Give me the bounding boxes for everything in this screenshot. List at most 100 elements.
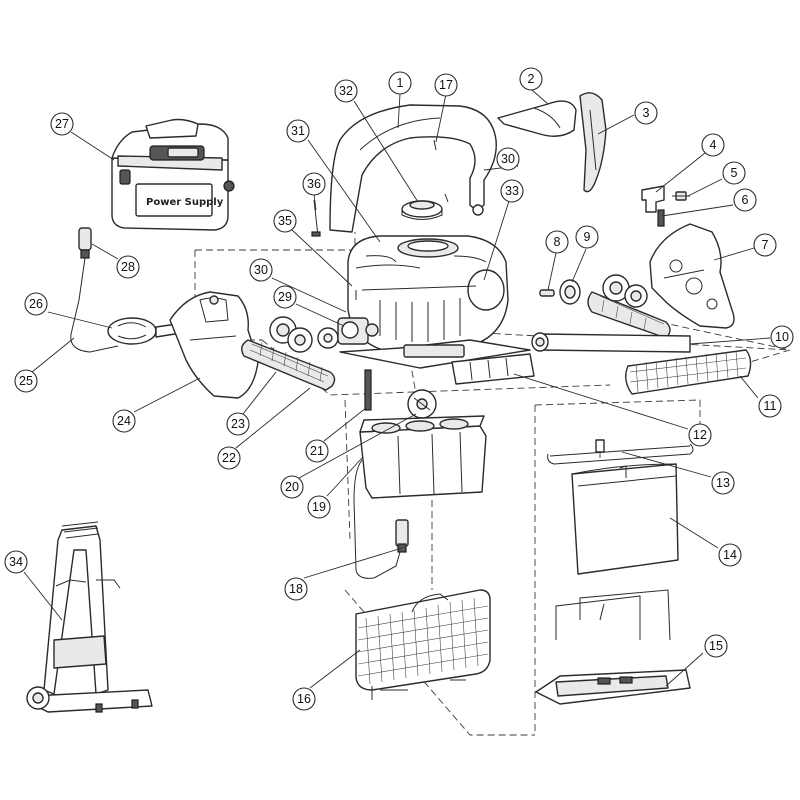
- filter-basket: [355, 589, 491, 700]
- bottom-plate: [451, 353, 535, 385]
- top-handle: [329, 104, 497, 233]
- screws: [311, 139, 449, 237]
- filter-frame-tray: [535, 589, 691, 705]
- callout-20: 20: [280, 475, 304, 499]
- callout-23: 23: [226, 412, 250, 436]
- callout-36: 36: [302, 172, 326, 196]
- svg-text:13: 13: [716, 476, 730, 490]
- svg-text:27: 27: [55, 117, 69, 131]
- svg-text:15: 15: [709, 639, 723, 653]
- cable-connector: [70, 227, 119, 353]
- svg-text:24: 24: [117, 414, 131, 428]
- callout-21: 21: [305, 439, 329, 463]
- svg-text:21: 21: [310, 444, 324, 458]
- gear-9: [559, 279, 581, 305]
- callout-8: 8: [545, 230, 569, 254]
- filter-bag: [571, 463, 679, 575]
- callout-14: 14: [718, 543, 742, 567]
- callout-3: 3: [634, 101, 658, 125]
- callout-28: 28: [116, 255, 140, 279]
- svg-text:17: 17: [439, 78, 453, 92]
- power-supply-unit: Power Supply: [111, 118, 235, 231]
- svg-text:22: 22: [222, 451, 236, 465]
- filter-canister: [359, 415, 487, 499]
- callout-7: 7: [753, 233, 777, 257]
- callout-5: 5: [722, 161, 746, 185]
- svg-text:19: 19: [312, 500, 326, 514]
- callout-22: 22: [217, 446, 241, 470]
- callout-18: 18: [284, 577, 308, 601]
- callout-15: 15: [704, 634, 728, 658]
- svg-text:30: 30: [254, 263, 268, 277]
- impeller-20: [407, 389, 437, 419]
- svg-text:11: 11: [764, 399, 777, 413]
- clip-4: [641, 185, 665, 227]
- front-roller: [531, 332, 691, 353]
- callout-29: 29: [273, 285, 297, 309]
- callout-1: 1: [388, 71, 412, 95]
- svg-text:35: 35: [278, 214, 292, 228]
- callout-12: 12: [688, 423, 712, 447]
- callout-26: 26: [24, 292, 48, 316]
- svg-text:12: 12: [693, 428, 707, 442]
- svg-text:9: 9: [584, 230, 591, 244]
- callout-2: 2: [519, 67, 543, 91]
- svg-text:23: 23: [231, 417, 245, 431]
- svg-text:25: 25: [19, 374, 33, 388]
- callout-10: 10: [770, 325, 794, 349]
- svg-text:10: 10: [775, 330, 789, 344]
- top-vent-cap: [401, 200, 443, 220]
- callout-32: 32: [334, 79, 358, 103]
- svg-text:7: 7: [762, 238, 769, 252]
- leader-lines: [23, 89, 771, 689]
- svg-text:2: 2: [528, 72, 535, 86]
- flap-2: [497, 100, 577, 137]
- svg-text:31: 31: [291, 124, 305, 138]
- callout-4: 4: [701, 133, 725, 157]
- svg-text:5: 5: [731, 166, 738, 180]
- svg-text:28: 28: [121, 260, 135, 274]
- side-grip-3: [579, 92, 607, 193]
- callout-25: 25: [14, 369, 38, 393]
- callout-31: 31: [286, 119, 310, 143]
- right-side-panel: [649, 223, 735, 329]
- power-supply-label: Power Supply: [146, 197, 224, 208]
- callouts: 1 2 3 4 5 6 7 8 9 10 11 12 13 14 15 16 1…: [4, 67, 794, 711]
- right-drive-wheels: [602, 274, 648, 308]
- svg-text:14: 14: [723, 548, 737, 562]
- svg-text:26: 26: [29, 297, 43, 311]
- callout-17: 17: [434, 73, 458, 97]
- svg-text:4: 4: [710, 138, 717, 152]
- callout-19: 19: [307, 495, 331, 519]
- callout-34: 34: [4, 550, 28, 574]
- svg-text:8: 8: [554, 235, 561, 249]
- callout-27: 27: [50, 112, 74, 136]
- callout-35: 35: [273, 209, 297, 233]
- callout-13: 13: [711, 471, 735, 495]
- motor-hub: [337, 290, 379, 345]
- svg-text:33: 33: [505, 184, 519, 198]
- callout-30b: 30: [496, 147, 520, 171]
- callout-9: 9: [575, 225, 599, 249]
- svg-text:36: 36: [307, 177, 321, 191]
- callout-33: 33: [500, 179, 524, 203]
- pin-8: [539, 289, 555, 297]
- svg-text:16: 16: [297, 692, 311, 706]
- svg-text:1: 1: [397, 76, 404, 90]
- callout-30a: 30: [249, 258, 273, 282]
- callout-16: 16: [292, 687, 316, 711]
- main-body: [347, 235, 509, 353]
- svg-text:32: 32: [339, 84, 353, 98]
- brush-roller: [625, 349, 752, 395]
- left-drive-wheels: [269, 316, 339, 353]
- svg-text:6: 6: [742, 193, 749, 207]
- callout-24: 24: [112, 409, 136, 433]
- svg-text:20: 20: [285, 480, 299, 494]
- svg-text:34: 34: [9, 555, 23, 569]
- caddy-cart: [26, 521, 153, 713]
- filter-bag-frame: [547, 439, 694, 465]
- callout-6: 6: [733, 188, 757, 212]
- callout-11: 11: [758, 394, 782, 418]
- svg-text:18: 18: [289, 582, 303, 596]
